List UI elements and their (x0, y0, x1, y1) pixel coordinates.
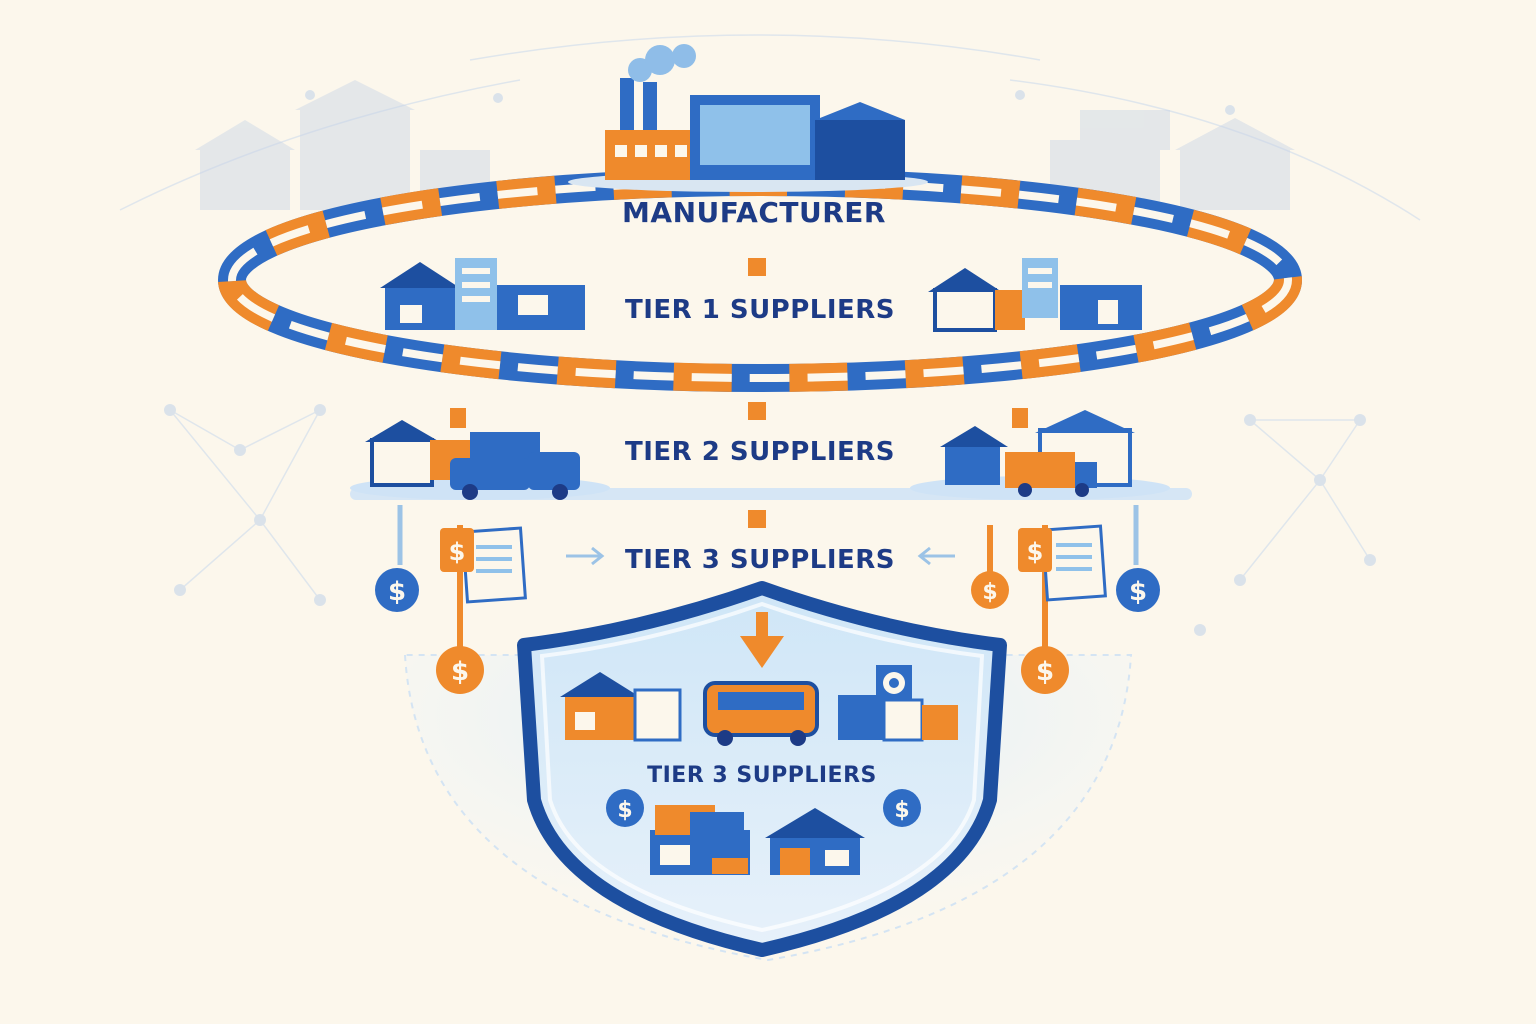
tier1-label: TIER 1 SUPPLIERS (625, 295, 895, 325)
currency-symbol: $ (388, 577, 406, 607)
tier2-label: TIER 2 SUPPLIERS (625, 437, 895, 467)
tier3-shield-label: TIER 3 SUPPLIERS (647, 763, 877, 788)
tier3-label: TIER 3 SUPPLIERS (625, 545, 895, 575)
currency-symbol: $ (894, 798, 909, 823)
arrow-left (566, 546, 605, 566)
background-buildings-left (195, 80, 490, 210)
dollar-pin-icon: $ (606, 789, 644, 827)
currency-symbol: $ (1129, 577, 1147, 607)
dollar-pin-icon: $ (971, 571, 1009, 609)
connector-markers (450, 258, 1028, 528)
delivery-truck-icon (1005, 452, 1097, 497)
currency-symbol: $ (982, 580, 997, 605)
warehouse-icon (560, 672, 682, 742)
dollar-pin-icon: $ (436, 646, 484, 694)
delivery-truck-icon (450, 452, 580, 500)
currency-symbol: $ (617, 798, 632, 823)
warehouse-icon (838, 665, 958, 742)
down-arrow-icon (740, 612, 784, 668)
factory-icon (568, 44, 928, 192)
dollar-pin-icon: $ (1116, 568, 1160, 612)
dollar-pin-icon: $ (375, 568, 419, 612)
dollar-pin-icon: $ (1021, 646, 1069, 694)
dollar-tag-icon: $ (1018, 528, 1052, 572)
warehouse-icon (650, 805, 750, 875)
arrow-right (917, 546, 955, 566)
warehouse-icon (380, 258, 585, 330)
warehouse-icon (765, 808, 865, 875)
background-network (119, 34, 1421, 636)
currency-symbol: $ (1036, 657, 1054, 687)
currency-symbol: $ (449, 538, 466, 566)
dollar-pin-icon: $ (883, 789, 921, 827)
warehouse-icon (928, 258, 1142, 332)
dollar-tag-icon: $ (440, 528, 474, 572)
currency-symbol: $ (451, 657, 469, 687)
manufacturer-label: MANUFACTURER (622, 196, 886, 229)
gear-icon (883, 672, 905, 694)
delivery-truck-icon (703, 681, 819, 746)
invoice-icon (1041, 524, 1107, 602)
currency-symbol: $ (1027, 538, 1044, 566)
